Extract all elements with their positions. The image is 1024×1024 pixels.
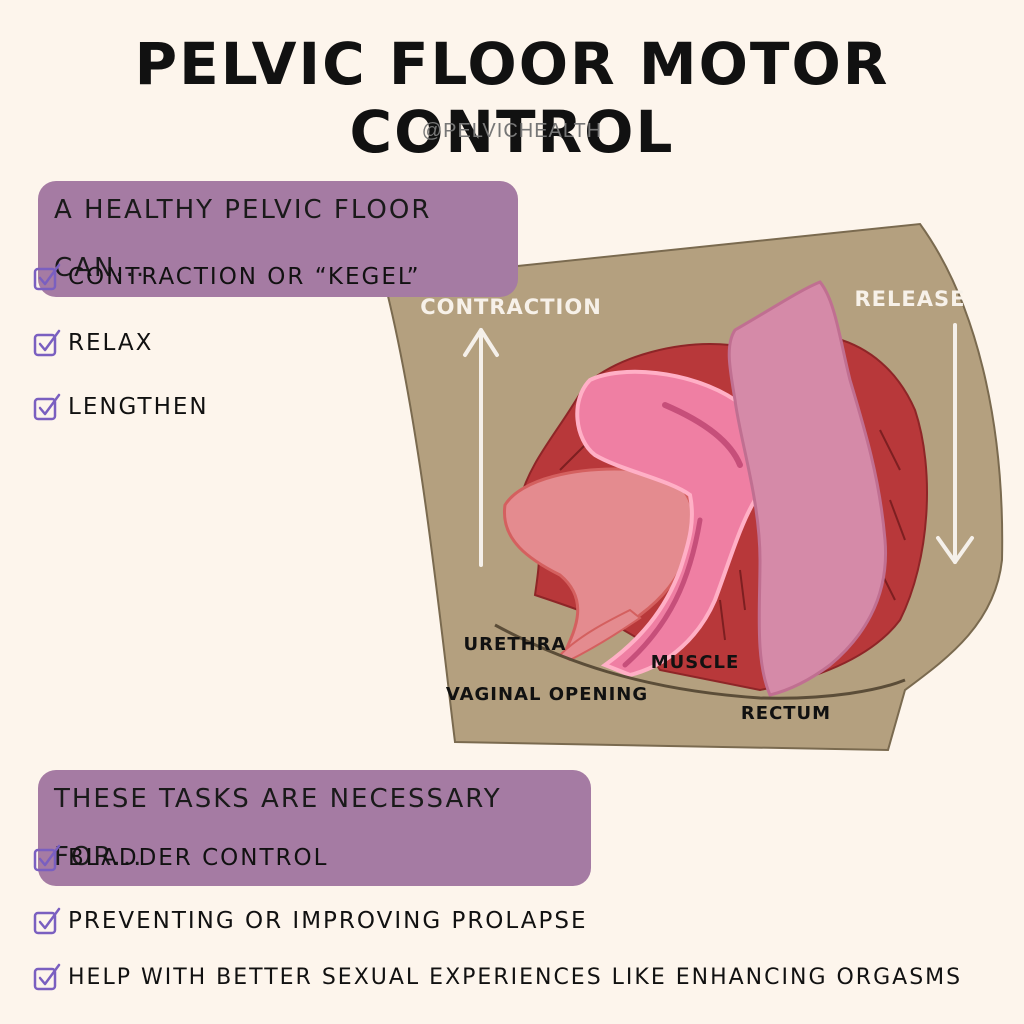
list-item: PREVENTING OR IMPROVING PROLAPSE xyxy=(32,906,588,936)
list-item-label: RELAX xyxy=(68,330,154,356)
checkbox-checked-icon xyxy=(33,963,61,991)
list-item-label: BLADDER CONTROL xyxy=(68,845,329,871)
page-title: PELVIC FLOOR MOTOR CONTROL xyxy=(134,30,890,166)
list-item: HELP WITH BETTER SEXUAL EXPERIENCES LIKE… xyxy=(32,962,962,992)
section2-heading: THESE TASKS ARE NECESSARY FOR... xyxy=(38,770,591,886)
section1-heading: A HEALTHY PELVIC FLOOR CAN... xyxy=(38,181,518,297)
label-urethra: URETHRA xyxy=(464,634,567,655)
checkbox-checked-icon xyxy=(33,844,61,872)
list-item-label: LENGTHEN xyxy=(68,394,209,420)
uterine-cavity-line xyxy=(662,402,743,468)
list-item: CONTRACTION OR “KEGEL” xyxy=(32,262,421,292)
urethra-shape xyxy=(558,608,642,662)
label-release: RELEASE xyxy=(855,287,966,311)
label-rectum: RECTUM xyxy=(741,703,831,724)
list-item-label: PREVENTING OR IMPROVING PROLAPSE xyxy=(68,908,588,934)
list-item: BLADDER CONTROL xyxy=(32,843,328,873)
label-muscle: MUSCLE xyxy=(651,652,739,673)
list-item: RELAX xyxy=(32,328,153,358)
list-item-label: HELP WITH BETTER SEXUAL EXPERIENCES LIKE… xyxy=(68,964,963,990)
contraction-arrow xyxy=(463,328,499,567)
list-item: LENGTHEN xyxy=(32,392,209,422)
author-handle: @PELVICHEALTH xyxy=(421,120,603,142)
list-item-label: CONTRACTION OR “KEGEL” xyxy=(68,264,421,290)
checkbox-checked-icon xyxy=(33,907,61,935)
checkbox-checked-icon xyxy=(33,393,61,421)
label-vaginal-opening: VAGINAL OPENING xyxy=(446,684,648,705)
checkbox-checked-icon xyxy=(33,263,61,291)
release-arrow xyxy=(936,323,974,564)
pelvic-floor-line xyxy=(494,623,906,700)
label-contraction: CONTRACTION xyxy=(420,295,602,319)
rectum-shape xyxy=(727,280,888,697)
vaginal-canal-line xyxy=(622,517,703,668)
checkbox-checked-icon xyxy=(33,329,61,357)
